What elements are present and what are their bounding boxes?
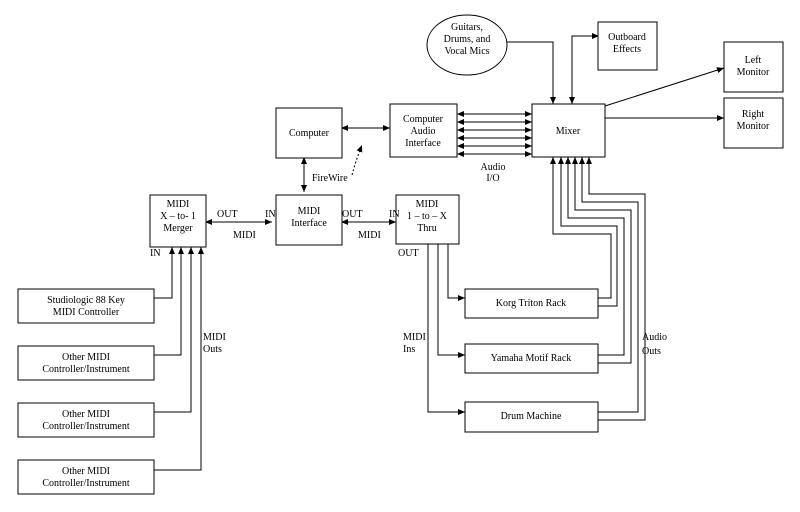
audio-outs-lines: [550, 157, 646, 421]
drum-machine-label: Drum Machine: [501, 411, 562, 422]
other1-to-merger-line: [154, 247, 184, 356]
computer-node: Computer: [275, 107, 343, 159]
effects-mixer-line: [569, 33, 599, 104]
interface-in-label: IN: [265, 209, 276, 220]
firewire-label: FireWire: [312, 173, 348, 184]
merger-out-label: OUT: [217, 209, 238, 220]
mixer-to-left-monitor-line: [604, 67, 725, 107]
audio-io-bus: [457, 111, 532, 157]
thru-to-yamaha-line: [437, 244, 465, 358]
computer-label: Computer: [289, 128, 330, 139]
mics-to-mixer-line: [505, 41, 556, 104]
midi-label-1: MIDI: [233, 230, 256, 241]
interface-out-label: OUT: [342, 209, 363, 220]
thru-to-korg-line: [447, 244, 465, 301]
other2-to-merger-line: [154, 247, 194, 413]
korg-node: Korg Triton Rack: [464, 288, 599, 319]
other3-to-merger-line: [154, 247, 204, 471]
korg-label: Korg Triton Rack: [496, 298, 566, 309]
yamaha-node: Yamaha Motif Rack: [464, 343, 599, 374]
controller88-to-merger-line: [154, 247, 175, 299]
mixer-node: Mixer: [531, 103, 606, 158]
thru-in-label: IN: [389, 209, 400, 220]
drum-machine-node: Drum Machine: [464, 401, 599, 433]
thru-out-label: OUT: [398, 248, 419, 259]
merger-in-label: IN: [150, 248, 161, 259]
midi-label-2: MIDI: [358, 230, 381, 241]
connections: [154, 33, 725, 471]
thru-to-drum-line: [427, 244, 465, 415]
mixer-label: Mixer: [556, 126, 581, 137]
firewire-arrow: [351, 144, 363, 176]
yamaha-label: Yamaha Motif Rack: [491, 353, 572, 364]
